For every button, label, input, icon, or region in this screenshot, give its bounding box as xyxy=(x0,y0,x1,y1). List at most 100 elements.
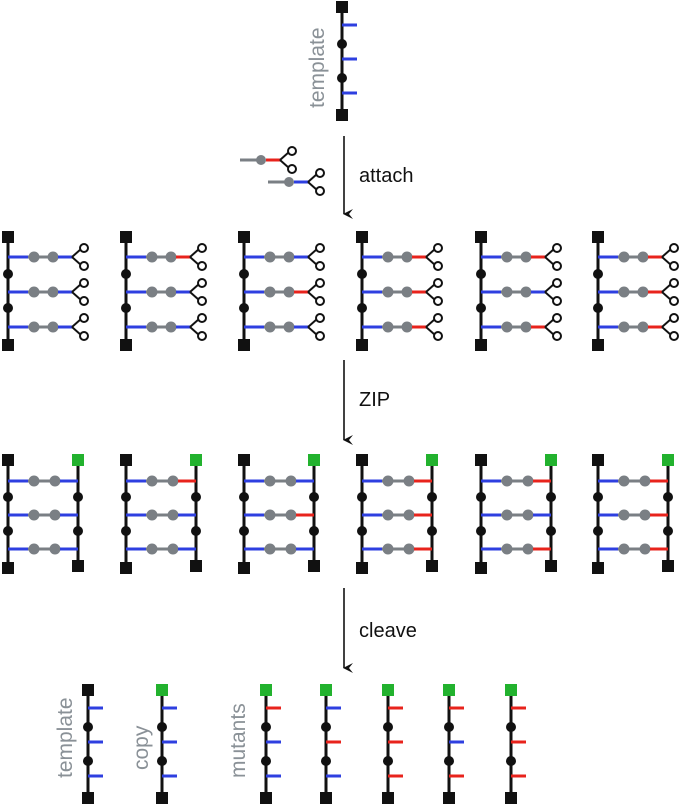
junction-dot xyxy=(476,492,486,502)
attach-ladder-4 xyxy=(356,231,443,351)
zip-ladder-6 xyxy=(592,454,674,574)
gray-bead xyxy=(49,475,61,487)
junction-dot xyxy=(3,492,13,502)
scissor-handle xyxy=(315,313,325,323)
gray-bead xyxy=(382,543,394,555)
green-terminus xyxy=(443,684,455,696)
green-terminus xyxy=(320,684,332,696)
gray-bead xyxy=(264,543,276,555)
attach-ladder-2 xyxy=(120,231,207,351)
junction-dot xyxy=(3,526,13,536)
black-terminus xyxy=(238,231,250,243)
gray-bead xyxy=(618,321,630,333)
green-terminus xyxy=(190,454,202,466)
gray-bead xyxy=(637,286,649,298)
gray-bead xyxy=(520,251,532,263)
template-label-top: template xyxy=(306,27,329,108)
scissor-handle xyxy=(669,278,679,288)
junction-dot xyxy=(337,73,347,83)
black-terminus xyxy=(82,792,94,804)
gray-bead xyxy=(28,286,40,298)
junction-dot xyxy=(383,722,393,732)
scissor-handle xyxy=(552,313,562,323)
junction-dot xyxy=(546,526,556,536)
copy-product xyxy=(156,684,177,804)
scissor-blade xyxy=(279,151,290,161)
scissor-handle xyxy=(315,278,325,288)
scissor-handle xyxy=(552,278,562,288)
scissor-handle xyxy=(433,331,443,341)
scissor-blade xyxy=(71,283,82,293)
gray-bead xyxy=(167,509,179,521)
copy-label: copy xyxy=(130,725,153,770)
scissor-blade xyxy=(425,248,436,258)
junction-dot xyxy=(309,492,319,502)
junction-dot xyxy=(239,526,249,536)
template-product xyxy=(82,684,103,804)
zip-ladder-1 xyxy=(2,454,84,574)
gray-bead xyxy=(167,543,179,555)
junction-dot xyxy=(357,269,367,279)
gray-bead xyxy=(522,475,534,487)
mutant-product-3 xyxy=(382,684,403,804)
junction-dot xyxy=(357,526,367,536)
scissor-handle xyxy=(669,331,679,341)
scissor-handle xyxy=(552,331,562,341)
scissor-blade xyxy=(544,291,555,301)
scissor-blade xyxy=(544,318,555,328)
scissor-handle xyxy=(315,296,325,306)
black-terminus xyxy=(82,684,94,696)
scissor-blade xyxy=(425,318,436,328)
gray-bead xyxy=(639,509,651,521)
junction-dot xyxy=(191,526,201,536)
scissor-handle xyxy=(669,261,679,271)
scissor-blade xyxy=(307,181,318,191)
scissor-handle xyxy=(315,186,325,196)
scissor-handle xyxy=(79,313,89,323)
scissor-handle xyxy=(287,146,297,156)
gray-bead xyxy=(284,177,294,187)
junction-dot xyxy=(593,303,603,313)
black-terminus xyxy=(592,231,604,243)
gray-bead xyxy=(401,321,413,333)
junction-dot xyxy=(121,526,131,536)
cleave-label: cleave xyxy=(359,620,417,642)
scissor-blade xyxy=(189,318,200,328)
gray-bead xyxy=(501,509,513,521)
gray-bead xyxy=(618,543,630,555)
gray-bead xyxy=(264,321,276,333)
scissor-blade xyxy=(544,283,555,293)
junction-dot xyxy=(476,269,486,279)
mutant-product-1 xyxy=(260,684,281,804)
gray-bead xyxy=(382,286,394,298)
scissor-blade xyxy=(544,326,555,336)
scissor-blade xyxy=(189,291,200,301)
black-terminus xyxy=(356,454,368,466)
scissor-blade xyxy=(307,291,318,301)
gray-bead xyxy=(165,251,177,263)
scissor-blade xyxy=(307,256,318,266)
gray-bead xyxy=(256,155,266,165)
black-terminus xyxy=(308,560,320,572)
attach-ladder-5 xyxy=(475,231,562,351)
gray-bead xyxy=(618,251,630,263)
gray-bead xyxy=(146,251,158,263)
black-terminus xyxy=(120,562,132,574)
gray-bead xyxy=(146,286,158,298)
black-terminus xyxy=(592,339,604,351)
junction-dot xyxy=(357,303,367,313)
black-terminus xyxy=(592,562,604,574)
gray-bead xyxy=(522,543,534,555)
gray-bead xyxy=(146,543,158,555)
gray-bead xyxy=(501,321,513,333)
black-terminus xyxy=(382,792,394,804)
attach-label: attach xyxy=(359,165,413,187)
scissor-blade xyxy=(307,283,318,293)
junction-dot xyxy=(593,269,603,279)
junction-dot xyxy=(476,303,486,313)
scissor-handle xyxy=(79,243,89,253)
junction-dot xyxy=(157,756,167,766)
black-terminus xyxy=(475,562,487,574)
junction-dot xyxy=(337,39,347,49)
